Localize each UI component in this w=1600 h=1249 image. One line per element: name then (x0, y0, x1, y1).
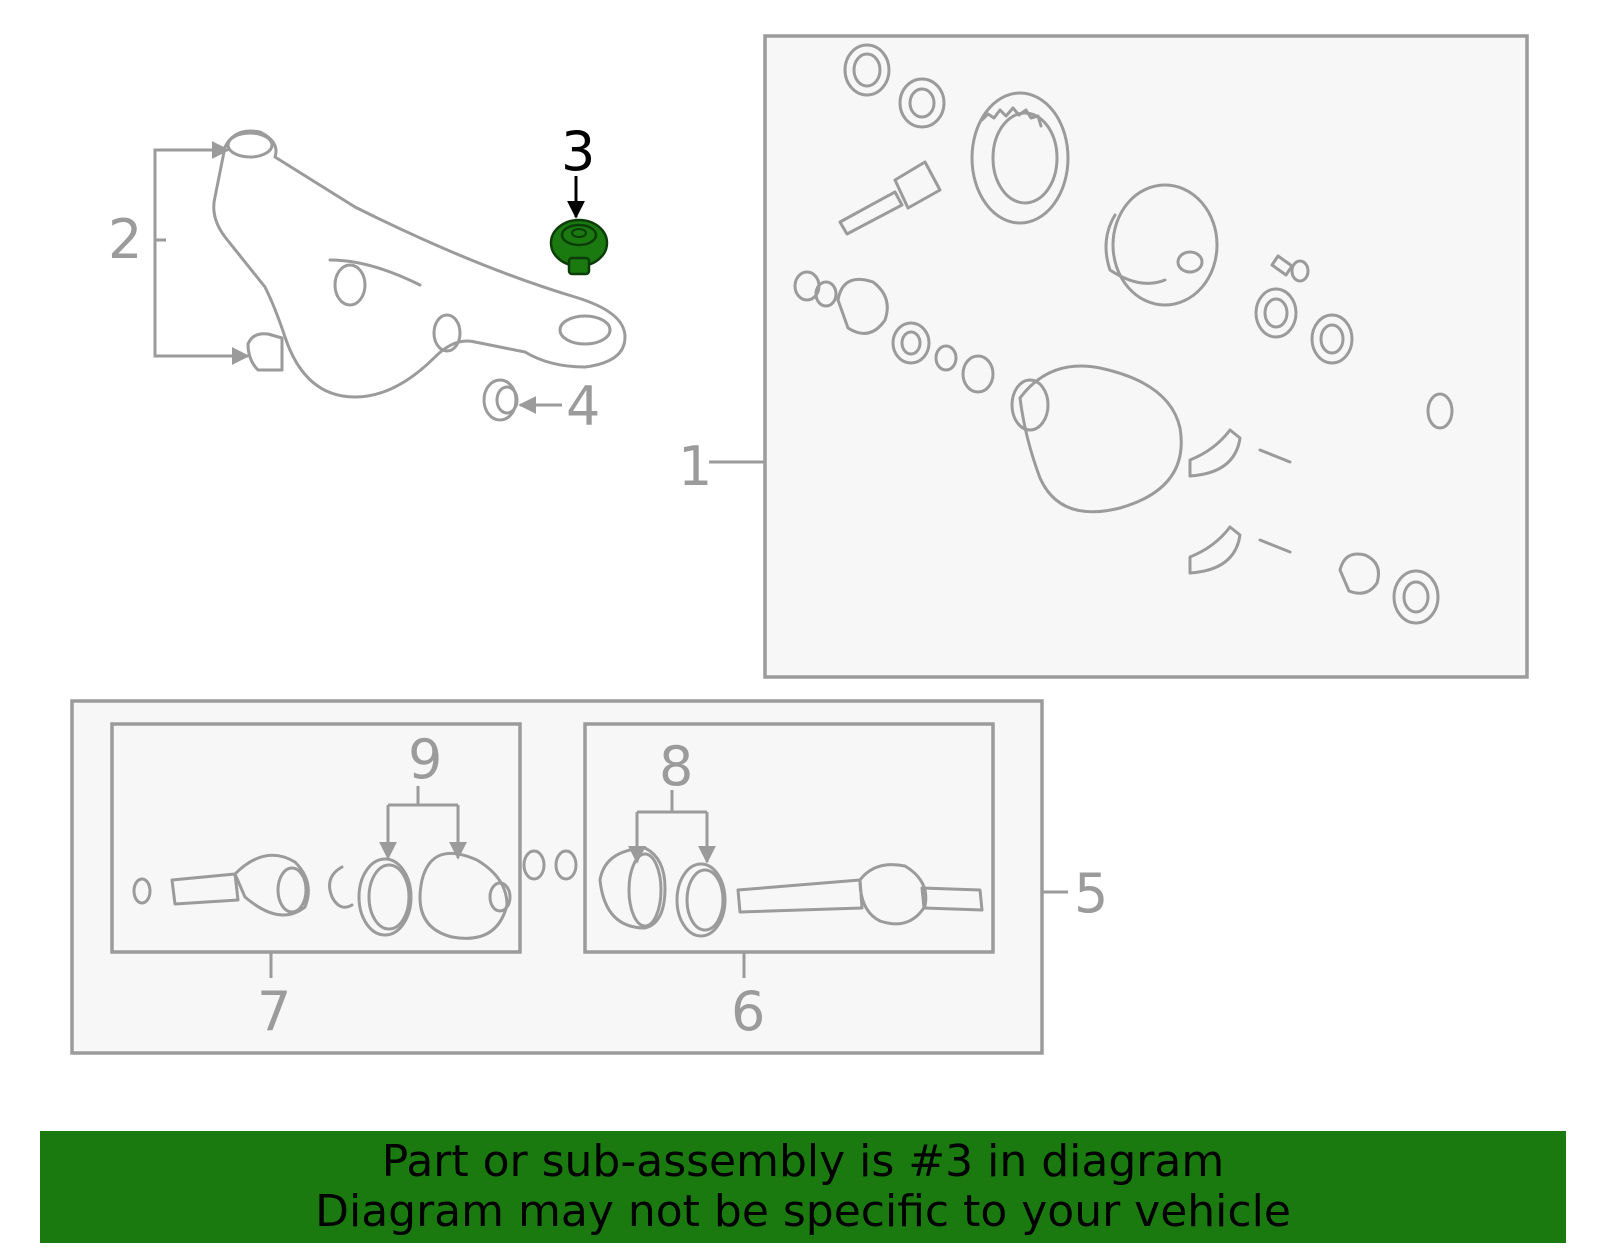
banner-line-2: Diagram may not be specific to your vehi… (315, 1186, 1291, 1237)
small-bracket-drawing (246, 332, 284, 372)
crossmember-drawing (212, 129, 627, 399)
inner-joint-box (583, 722, 995, 954)
callout-4: 4 (566, 375, 600, 438)
axle-shaft-box (70, 699, 1044, 1055)
callout-7: 7 (257, 980, 291, 1043)
callout-1: 1 (678, 435, 712, 498)
leader-9-bracket (386, 786, 460, 856)
differential-assembly-box (763, 34, 1529, 679)
callout-9: 9 (408, 728, 442, 791)
callout-8: 8 (659, 735, 693, 798)
info-banner: Part or sub-assembly is #3 in diagram Di… (40, 1131, 1566, 1243)
leader-2-top (153, 141, 230, 242)
callout-5: 5 (1074, 862, 1108, 925)
bushing-drawing (482, 378, 519, 422)
leader-8-bracket (637, 790, 707, 814)
differential-parts-drawing (793, 43, 1454, 625)
outer-joint-box (110, 722, 522, 954)
callout-6: 6 (731, 980, 765, 1043)
callout-2: 2 (108, 208, 142, 271)
highlighted-mount-part (549, 218, 609, 276)
callout-3: 3 (561, 120, 595, 183)
clamp-rings-drawing (522, 849, 578, 881)
banner-line-1: Part or sub-assembly is #3 in diagram (381, 1136, 1225, 1187)
leader-2-bottom (153, 240, 250, 365)
